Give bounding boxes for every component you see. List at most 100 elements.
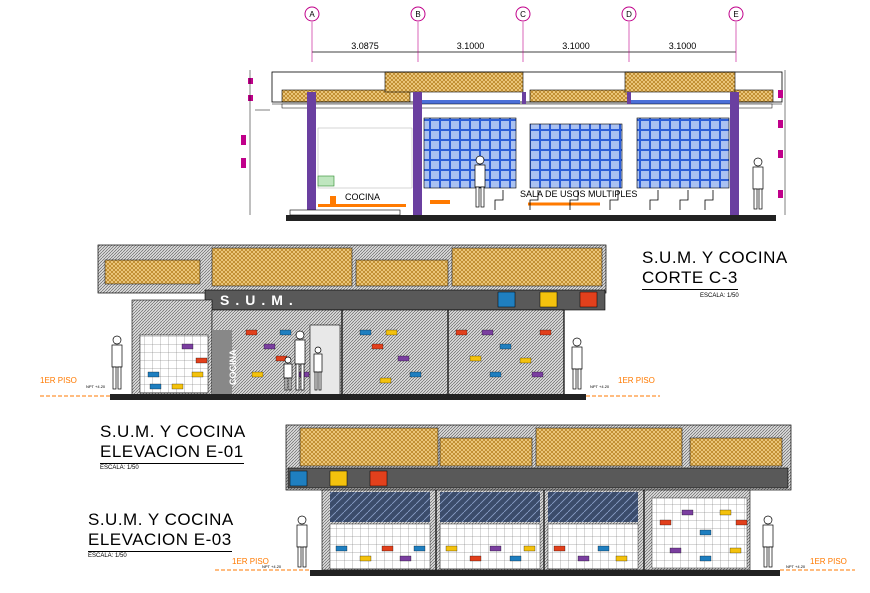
wall-panel: [359, 555, 372, 562]
roof-thatch: [529, 89, 631, 103]
wall-panel: [499, 343, 512, 350]
wall-panel: [413, 545, 426, 552]
roof-thatch: [299, 427, 439, 467]
wall-panel: [263, 343, 276, 350]
grid-axis-bubble: [410, 6, 426, 22]
corte-scale: ESCALA: 1/50: [700, 293, 739, 299]
dimension-label: 3.1000: [562, 41, 590, 51]
roof-thatch: [734, 89, 774, 103]
roof-thatch: [104, 259, 201, 285]
grid-axis-label: E: [733, 10, 738, 19]
level-label: 1ER PISO: [618, 376, 655, 385]
wall-panel: [553, 545, 566, 552]
wall-panel: [469, 555, 482, 562]
grid-axis-label: B: [415, 10, 420, 19]
glass-window: [423, 117, 517, 189]
wall-panel: [669, 547, 682, 554]
wall-panel: [397, 355, 410, 362]
wall-panel: [245, 329, 258, 336]
dimension-label: 3.1000: [669, 41, 697, 51]
glass-window: [529, 123, 623, 189]
level-label: 1ER PISO: [40, 376, 77, 385]
e03-scale: ESCALA: 1/50: [88, 553, 127, 559]
wall-panel: [445, 545, 458, 552]
wall-panel: [699, 555, 712, 562]
wall-panel: [385, 329, 398, 336]
wall-panel: [615, 555, 628, 562]
npt-label: NPT +4.20: [86, 384, 106, 389]
wall-panel: [481, 329, 494, 336]
wall-panel: [735, 519, 748, 526]
wall-panel: [469, 355, 482, 362]
roof-thatch: [451, 247, 603, 287]
elevation-e03: [215, 424, 855, 576]
wall-panel: [681, 509, 694, 516]
wall-panel: [359, 329, 372, 336]
wall-panel: [489, 371, 502, 378]
level-label: 1ER PISO: [232, 557, 269, 566]
roof-thatch: [384, 71, 524, 93]
wall-panel: [399, 555, 412, 562]
wall-panel: [489, 545, 502, 552]
wall-panel: [195, 357, 208, 364]
e01-title-line1: S.U.M. Y COCINA: [100, 422, 246, 441]
npt-label: NPT +4.20: [786, 564, 806, 569]
roof-thatch: [689, 437, 783, 467]
wall-panel: [523, 545, 536, 552]
building-sign: S.U.M.: [220, 292, 299, 308]
wall-panel: [181, 343, 194, 350]
corte-title-line2: CORTE C-3: [642, 268, 738, 290]
grid-axis-bubble: [304, 6, 320, 22]
wall-panel: [381, 545, 394, 552]
wall-panel: [597, 545, 610, 552]
wall-panel: [409, 371, 422, 378]
roof-thatch: [535, 427, 683, 467]
grid-axis-label: C: [520, 10, 526, 19]
roof-thatch: [624, 71, 736, 93]
npt-label: NPT +4.20: [590, 384, 610, 389]
wall-panel: [147, 371, 160, 378]
level-label: 1ER PISO: [810, 557, 847, 566]
grid-axis-label: A: [309, 10, 315, 19]
grid-axis-bubble: [515, 6, 531, 22]
room-label: COCINA: [345, 192, 380, 202]
roof-thatch: [355, 259, 449, 287]
wall-panel: [729, 547, 742, 554]
wall-panel: [149, 383, 162, 390]
wall-panel: [699, 529, 712, 536]
wall-panel: [279, 329, 292, 336]
elevation-e01: S.U.M. COCINA: [40, 244, 660, 400]
roof-thatch: [439, 437, 533, 467]
e01-title-line2: ELEVACION E-01: [100, 442, 244, 464]
wall-panel: [335, 545, 348, 552]
e03-title-line2: ELEVACION E-03: [88, 530, 232, 552]
section-drawing: A B C D E 3.0875 3.1000 3.1000 3.1000: [241, 6, 786, 221]
npt-label: NPT +4.20: [262, 564, 282, 569]
wall-panel: [371, 343, 384, 350]
wall-panel: [577, 555, 590, 562]
wall-panel: [519, 357, 532, 364]
side-sign: COCINA: [228, 349, 238, 385]
wall-panel: [455, 329, 468, 336]
corte-title-line1: S.U.M. Y COCINA: [642, 248, 788, 267]
e03-title-line1: S.U.M. Y COCINA: [88, 510, 234, 529]
wall-panel: [251, 371, 264, 378]
dimension-label: 3.1000: [457, 41, 485, 51]
wall-panel: [539, 329, 552, 336]
grid-axis-label: D: [626, 10, 632, 19]
glass-window: [636, 117, 730, 189]
grid-axis-bubble: [728, 6, 744, 22]
wall-panel: [171, 383, 184, 390]
dimension-label: 3.0875: [351, 41, 379, 51]
e01-scale: ESCALA: 1/50: [100, 465, 139, 471]
wall-panel: [509, 555, 522, 562]
roof-thatch: [211, 247, 353, 287]
room-label: SALA DE USOS MULTIPLES: [520, 189, 637, 199]
wall-panel: [531, 371, 544, 378]
wall-panel: [379, 377, 392, 384]
wall-panel: [719, 509, 732, 516]
wall-panel: [659, 519, 672, 526]
wall-panel: [191, 371, 204, 378]
grid-axis-bubble: [621, 6, 637, 22]
